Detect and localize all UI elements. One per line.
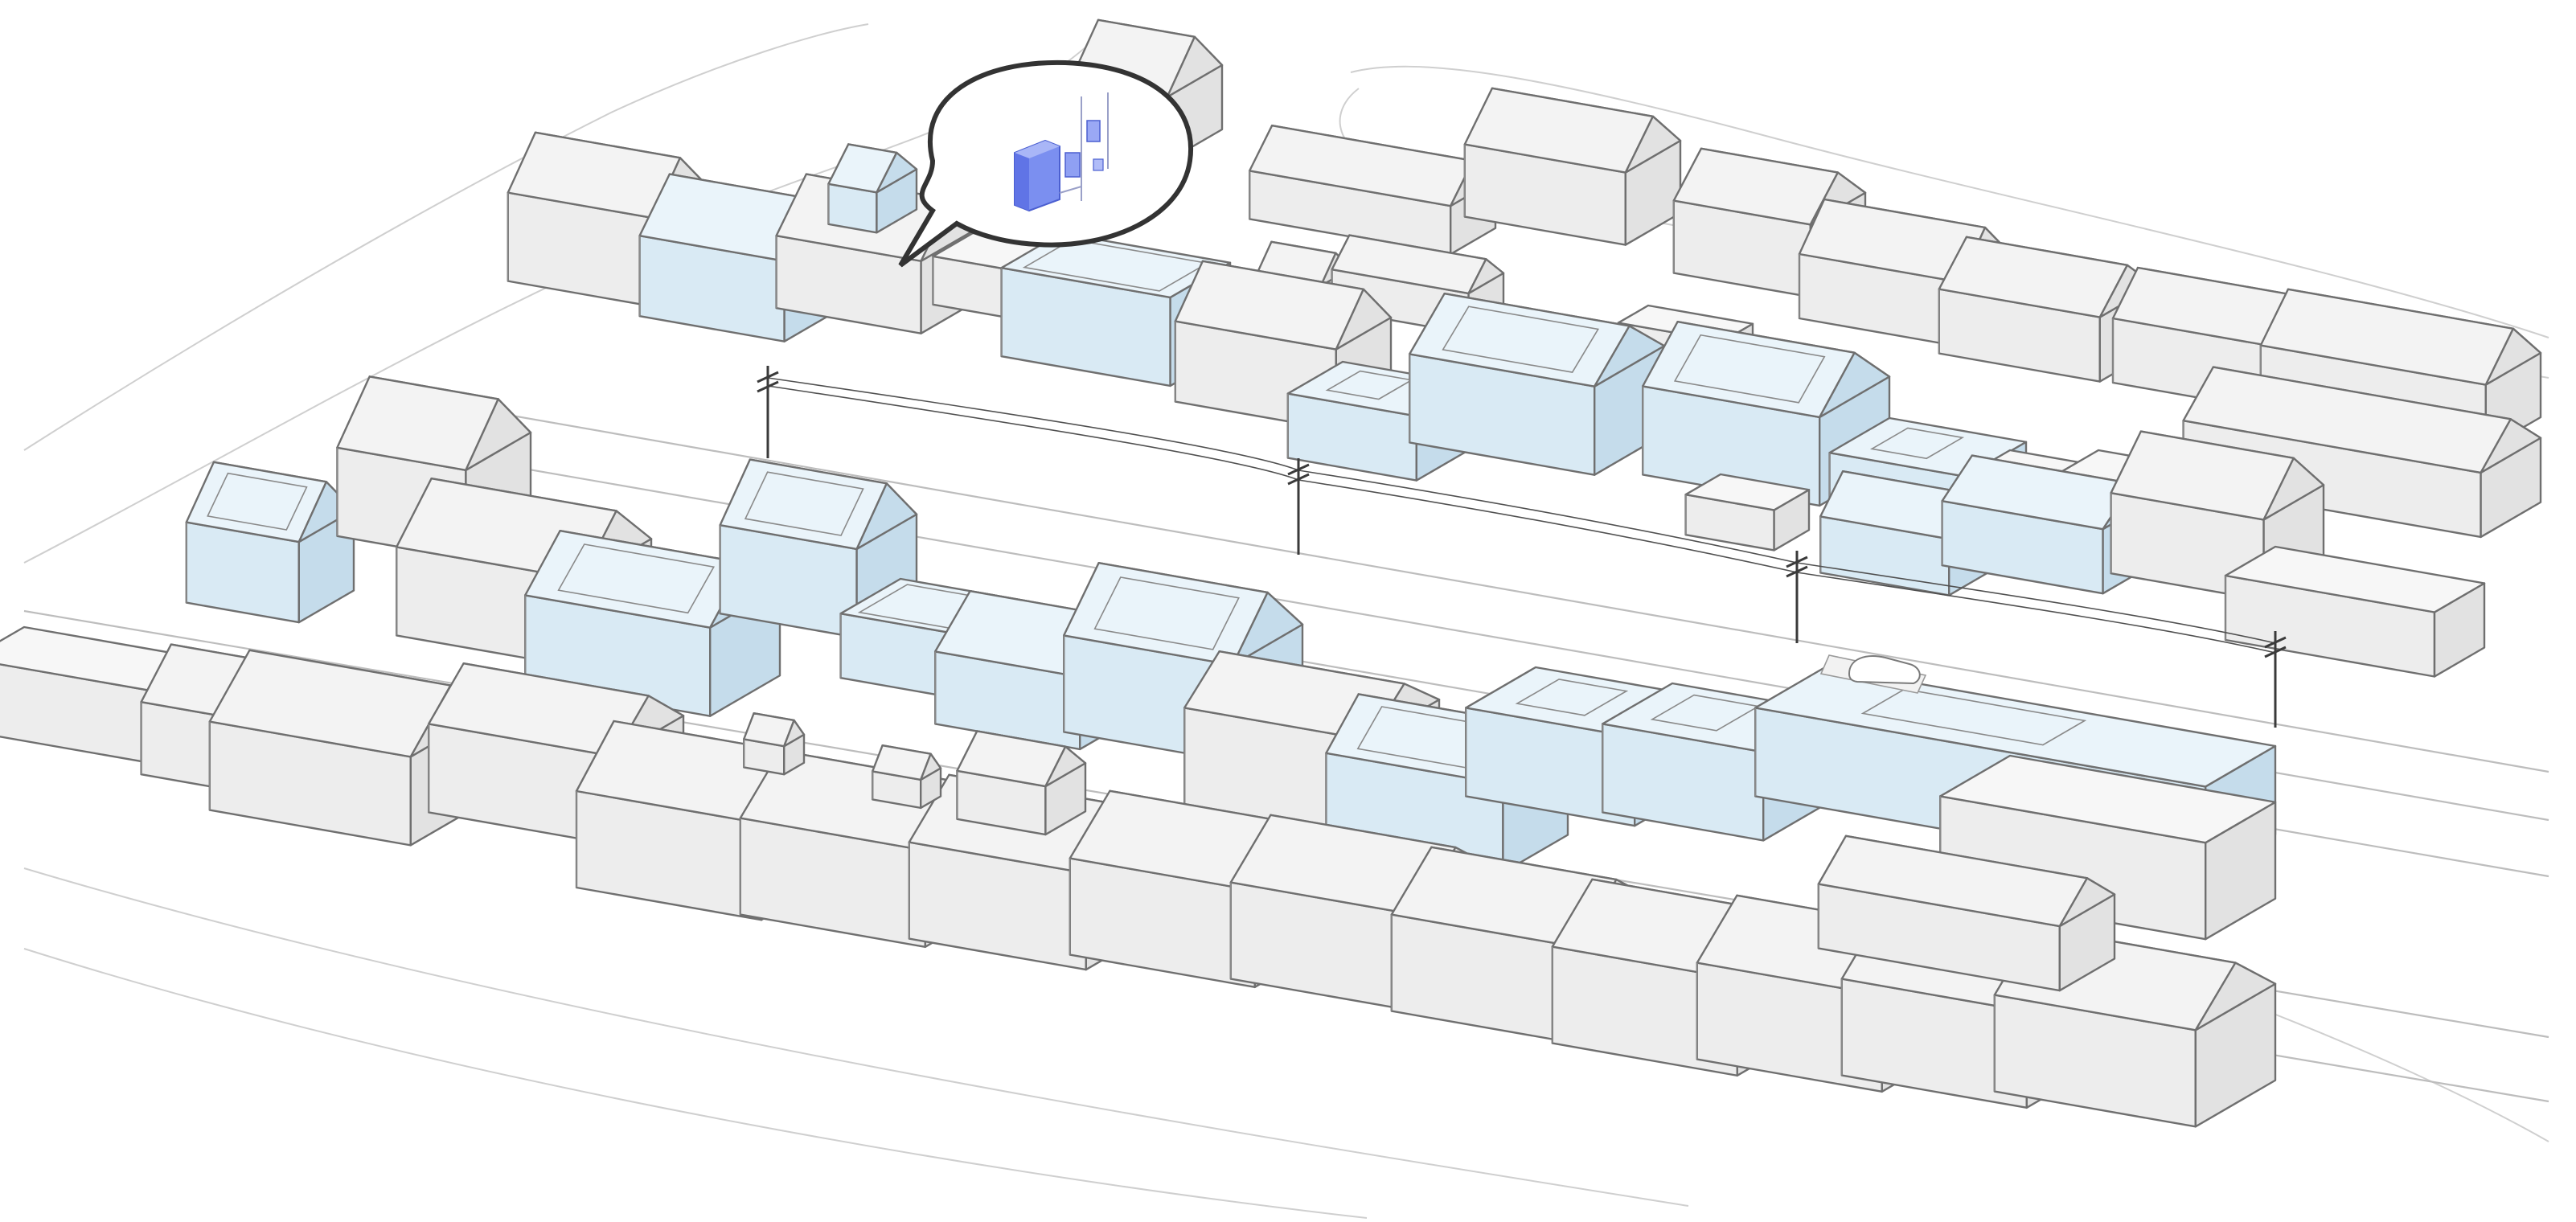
building xyxy=(2182,366,2542,539)
buildings xyxy=(0,18,2542,1128)
building-gable xyxy=(2058,877,2116,928)
battery-callout xyxy=(898,59,1194,268)
utility-pole xyxy=(1287,458,1310,555)
building-roof-flat xyxy=(2224,545,2486,613)
equipped-building xyxy=(1408,293,1666,476)
building xyxy=(1463,87,1682,246)
solar-panel xyxy=(1515,679,1629,716)
battery-storage-icon xyxy=(1014,92,1109,212)
solar-panel xyxy=(1860,688,2087,746)
building xyxy=(1248,124,1497,256)
building-gable xyxy=(1624,115,1682,174)
building xyxy=(1817,834,2116,992)
power-lines xyxy=(757,366,2287,728)
building-gable xyxy=(1044,745,1087,788)
solar-panel xyxy=(1673,334,1826,404)
building-roof-flat xyxy=(1938,754,2277,844)
equipped-building xyxy=(185,461,355,624)
building-gable xyxy=(1818,351,1891,419)
solar-panel xyxy=(1093,576,1240,650)
building xyxy=(2224,545,2486,678)
equipped-building xyxy=(827,143,918,234)
utility-pole xyxy=(1786,551,1808,643)
solar-panel xyxy=(1325,370,1414,400)
solar-panel xyxy=(1022,239,1209,292)
building-gable xyxy=(2480,418,2542,474)
equipped-building xyxy=(719,458,918,639)
building-roof-flat xyxy=(1000,232,1232,299)
building xyxy=(1938,754,2277,941)
utility-pole xyxy=(757,366,779,458)
utility-pole xyxy=(2264,631,2287,728)
building-roof-flat xyxy=(1684,473,1811,511)
building xyxy=(871,744,942,810)
building-gable xyxy=(2484,327,2542,386)
building-gable xyxy=(2262,457,2325,521)
solar-panel xyxy=(1650,694,1761,732)
car-icon xyxy=(1819,654,1927,694)
solar-panel xyxy=(1442,306,1600,373)
building-gable xyxy=(783,719,806,748)
solar-panel xyxy=(557,543,716,614)
building-gable xyxy=(1166,35,1224,98)
solar-panel xyxy=(207,472,308,531)
building-gable xyxy=(919,752,942,781)
solar-panel xyxy=(744,471,864,536)
building xyxy=(2110,430,2325,601)
building-roof-flat xyxy=(1754,666,2277,788)
building xyxy=(956,730,1087,836)
building-gable xyxy=(465,398,532,471)
building-gable xyxy=(1335,288,1393,351)
building-gable xyxy=(855,482,918,551)
building xyxy=(743,712,806,776)
building-gable xyxy=(1593,325,1666,388)
equipped-building xyxy=(1641,321,1891,507)
solar-panel xyxy=(1869,427,1965,460)
building-gable xyxy=(1231,591,1304,666)
building-gable xyxy=(2194,962,2277,1031)
building-gable xyxy=(1467,258,1505,295)
building xyxy=(1684,473,1811,552)
building-gable xyxy=(876,151,918,194)
